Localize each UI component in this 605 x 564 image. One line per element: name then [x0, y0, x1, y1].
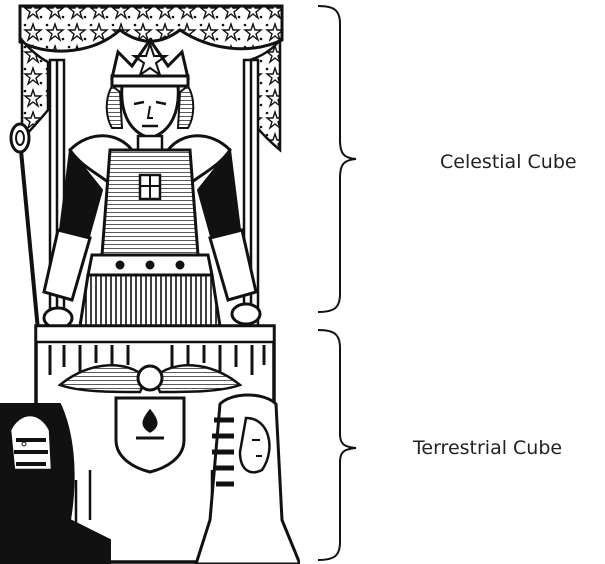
celestial-cube-label: Celestial Cube [440, 151, 577, 173]
sceptre [11, 124, 38, 330]
terrestrial-brace [310, 326, 360, 564]
terrestrial-cube-label: Terrestrial Cube [413, 437, 562, 459]
charioteer [44, 40, 260, 328]
chariot-card-engraving-icon [0, 0, 300, 564]
celestial-brace [310, 0, 360, 318]
